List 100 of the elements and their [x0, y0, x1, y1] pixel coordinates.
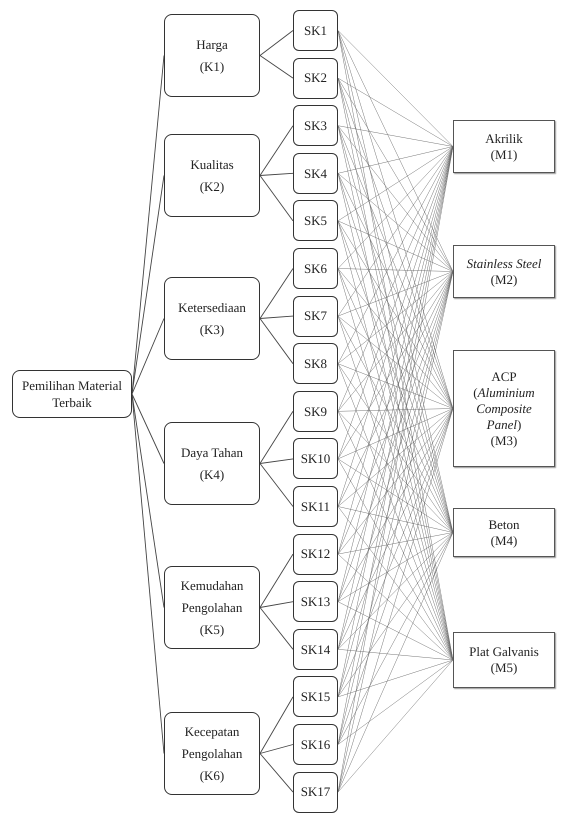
connector-line — [338, 506, 454, 533]
node-label: Kualitas — [190, 156, 234, 174]
criterion-box — [164, 712, 260, 795]
subcriterion-box — [293, 724, 338, 765]
connector-line — [338, 554, 454, 660]
connector-line — [338, 532, 454, 745]
connector-line — [338, 408, 454, 412]
connector-line — [338, 125, 454, 272]
subcriterion-box — [293, 296, 338, 337]
subcriterion-box — [293, 343, 338, 384]
connector-line — [338, 220, 454, 409]
node-label: SK6 — [304, 260, 328, 278]
connector-line — [338, 601, 454, 660]
connector-line — [260, 316, 294, 319]
connector-line — [338, 363, 454, 533]
connector-line — [338, 411, 454, 533]
connector-line — [132, 394, 164, 754]
goal-box — [12, 370, 132, 418]
connector-line — [260, 554, 294, 608]
connector-line — [260, 696, 294, 754]
node-label: (K6) — [200, 766, 224, 784]
connector-line — [260, 458, 294, 464]
connector-line — [338, 146, 454, 364]
connector-line — [338, 458, 454, 660]
alternative-box — [453, 120, 555, 173]
connector-line — [338, 146, 454, 222]
node-label: (K5) — [200, 620, 224, 638]
connector-line — [338, 146, 454, 269]
connector-line — [338, 408, 454, 554]
subcriterion-box — [293, 438, 338, 480]
subcriterion-box — [293, 248, 338, 289]
node-label: Ketersediaan — [178, 298, 246, 316]
node-label: Plat Galvanis — [469, 644, 539, 660]
connector-line — [260, 753, 294, 793]
connector-line — [338, 458, 454, 533]
connector-line — [260, 318, 294, 364]
connector-line — [260, 601, 294, 608]
connector-line — [260, 463, 294, 507]
subcriterion-box — [293, 486, 338, 527]
connector-line — [338, 30, 454, 147]
node-label: (M1) — [490, 146, 518, 162]
node-label: (M3) — [490, 432, 518, 448]
node-label: Pemilihan Material Terbaik — [20, 377, 123, 411]
connector-line — [338, 173, 454, 272]
connector-line — [260, 744, 294, 754]
connector-line — [338, 220, 454, 272]
subcriterion-box — [293, 58, 338, 99]
node-label: SK12 — [300, 545, 330, 564]
node-label: (M5) — [490, 660, 518, 676]
node-label: Kecepatan Pengolahan — [180, 722, 244, 763]
node-label: (M2) — [490, 272, 518, 288]
subcriterion-box — [293, 390, 338, 432]
connector-line — [338, 532, 454, 698]
node-label: (K2) — [200, 178, 224, 196]
alternative-box — [453, 632, 555, 688]
node-label: SK1 — [304, 22, 328, 40]
node-label: SK9 — [304, 402, 328, 421]
connector-line — [338, 660, 454, 792]
connector-line — [132, 318, 164, 394]
connector-line — [338, 660, 454, 745]
node-label: Kemudahan Pengolahan — [180, 576, 244, 617]
connector-line — [338, 649, 454, 660]
alternative-box — [453, 508, 555, 557]
connector-line — [338, 408, 454, 602]
node-label: SK7 — [304, 307, 328, 326]
node-label: SK17 — [300, 783, 330, 802]
node-label: SK15 — [300, 688, 330, 706]
connector-line — [260, 268, 294, 319]
connector-line — [338, 316, 454, 409]
connector-line — [338, 271, 454, 460]
criterion-box — [164, 14, 260, 97]
subcriterion-box — [293, 676, 338, 718]
connector-line — [338, 268, 454, 272]
node-label: ACP — [491, 368, 517, 384]
connector-line — [260, 172, 294, 176]
node-label: SK2 — [304, 69, 328, 88]
connector-line — [338, 78, 454, 272]
connector-line — [338, 408, 454, 460]
subcriterion-box — [293, 152, 338, 194]
connector-line — [132, 394, 164, 464]
connector-line — [260, 30, 294, 56]
subcriterion-box — [293, 200, 338, 242]
subcriterion-box — [293, 105, 338, 146]
connector-line — [338, 532, 454, 650]
node-label: SK14 — [300, 640, 330, 659]
node-label: Daya Tahan — [180, 444, 244, 462]
connector-line — [338, 146, 454, 316]
node-label: SK13 — [300, 592, 330, 611]
node-label: Beton — [488, 516, 520, 532]
node-label: SK5 — [304, 212, 328, 230]
node-label: SK4 — [304, 164, 328, 183]
node-label: (K3) — [200, 320, 224, 338]
connector-line — [338, 532, 454, 602]
connector-line — [260, 175, 294, 222]
connector-line — [338, 271, 454, 364]
connector-line — [338, 316, 454, 533]
subcriterion-box — [293, 581, 338, 622]
criterion-box — [164, 422, 260, 505]
connector-line — [338, 146, 454, 174]
connector-line — [132, 175, 164, 394]
